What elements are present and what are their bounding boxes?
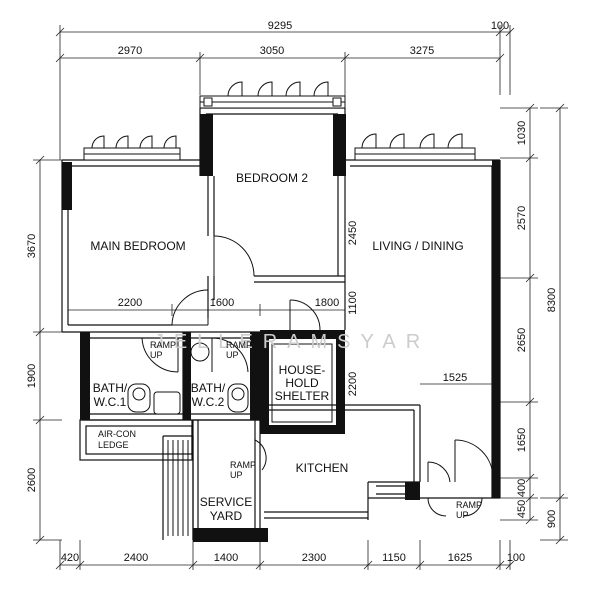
dim-right-2: 2570 [516,206,528,230]
ramp-bath1-line2: UP [150,350,163,360]
dim-right-overall: 8300 [546,288,558,312]
room-aircon-ledge-line2: LEDGE [98,440,129,450]
room-aircon-ledge-line1: AIR-CON [98,429,136,439]
dim-left-2: 1900 [26,364,38,388]
ramp-labels: RAMP UP RAMP UP RAMP UP RAMP UP [150,340,482,520]
room-shelter-line2: HOLD [285,376,319,390]
watermark: JELLERAMSYAR [154,331,430,353]
dim-left-1: 3670 [26,234,38,258]
dim-right-5: 400 [516,479,528,497]
shower-bath2 [190,342,210,362]
dimension-text: 9295 100 2970 3050 3275 420 2400 1400 23… [26,20,558,564]
thick-walls [62,114,500,542]
dim-inner-1525: 1525 [443,372,467,384]
fixtures [127,342,249,536]
dim-bottom-0: 420 [61,552,79,564]
room-shelter-line3: SHELTER [275,389,330,403]
dim-right-3: 2650 [516,328,528,352]
room-main-bedroom: MAIN BEDROOM [90,239,185,253]
dim-top-seg2: 3050 [260,45,284,57]
dim-bottom-1: 2400 [124,552,148,564]
dim-bottom-4: 1150 [382,552,406,564]
dim-right-6: 450 [516,500,528,518]
doors [141,235,494,517]
dim-overall-width: 9295 [268,20,292,32]
dim-top-extra: 100 [491,20,509,32]
ramp-service-line1: RAMP [230,460,256,470]
room-living-dining: LIVING / DINING [372,239,463,253]
room-bath1-line2: W.C.1 [94,395,127,409]
dimension-lines [33,25,568,570]
ramp-bath1-line1: RAMP [150,340,176,350]
dim-top-seg1: 2970 [118,45,142,57]
dim-right-bottom: 900 [546,510,558,528]
dim-inner-2450: 2450 [347,221,359,245]
dim-inner-1600: 1600 [210,297,234,309]
room-service-yard-line2: YARD [210,509,243,523]
dim-top-seg3: 3275 [410,45,434,57]
dim-inner-1100: 1100 [347,291,359,315]
dim-bottom-3: 2300 [302,552,326,564]
dim-inner-2200: 2200 [118,297,142,309]
room-bath1-line1: BATH/ [93,381,128,395]
shelter-inner-outline [271,343,333,423]
dim-bottom-6: 100 [507,552,525,564]
dim-right-4: 1650 [516,428,528,452]
dim-bottom-2: 1400 [214,552,238,564]
dim-bottom-5: 1625 [448,552,472,564]
dim-right-1: 1030 [516,121,528,145]
room-service-yard-line1: SERVICE [200,495,252,509]
ramp-bath2-line1: RAMP [226,340,252,350]
room-shelter-line1: HOUSE- [279,363,326,377]
service-yard-grating [167,440,189,536]
ramp-back-line2: UP [456,510,469,520]
dim-inner-2200v: 2200 [347,372,359,396]
basin-bath1 [153,391,181,415]
dim-inner-1800: 1800 [315,297,339,309]
room-labels: MAIN BEDROOM BEDROOM 2 LIVING / DINING B… [90,171,463,523]
ramp-back-line1: RAMP [456,500,482,510]
room-bedroom-2: BEDROOM 2 [236,171,308,185]
room-kitchen: KITCHEN [296,461,349,475]
ramp-bath2-line2: UP [226,350,239,360]
windows [83,81,476,161]
ramp-service-line2: UP [230,470,243,480]
dim-left-3: 2600 [26,468,38,492]
room-bath2-line1: BATH/ [191,381,226,395]
room-bath2-line2: W.C.2 [192,395,225,409]
